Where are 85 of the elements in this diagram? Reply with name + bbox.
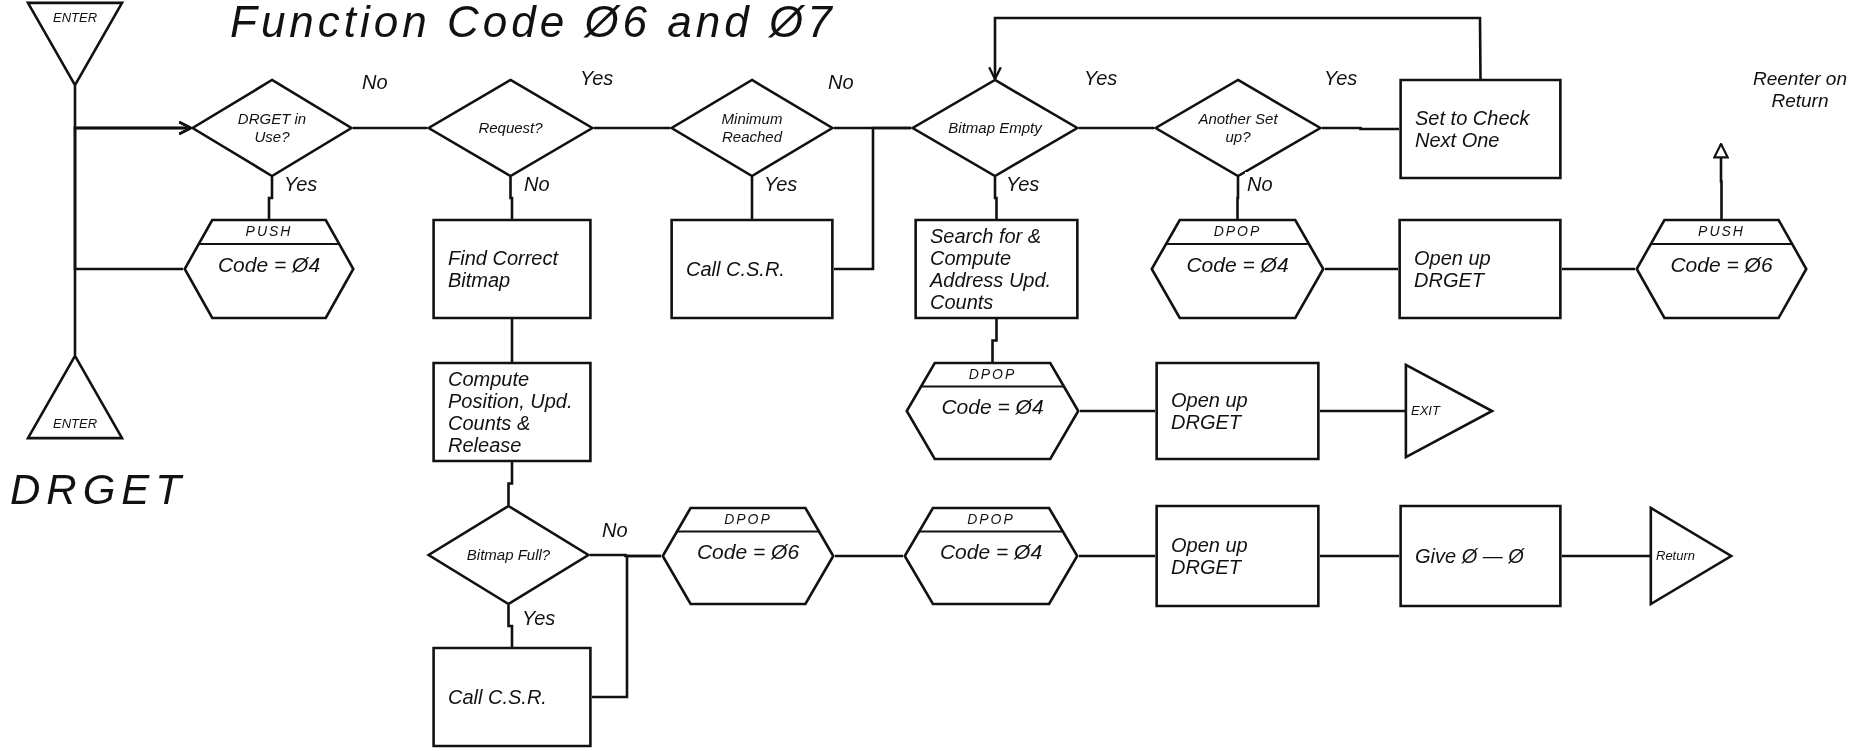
decision-diamond bbox=[1154, 79, 1322, 177]
preparation-hexagon bbox=[661, 507, 835, 605]
connector-line bbox=[993, 177, 998, 219]
process-box bbox=[1398, 219, 1562, 319]
connector-line bbox=[1320, 554, 1399, 558]
preparation-hexagon bbox=[903, 507, 1079, 605]
connector-line bbox=[1079, 126, 1154, 130]
connector-line bbox=[592, 554, 661, 699]
hexagon-text: Code = Ø4 bbox=[940, 394, 1045, 421]
hexagon-header: PUSH bbox=[244, 222, 294, 241]
decision-text: DRGET in Use? bbox=[236, 110, 308, 146]
connector-line bbox=[1562, 554, 1650, 558]
process-text: Find Correct Bitmap bbox=[447, 247, 560, 291]
hexagon-text: Code = Ø4 bbox=[216, 252, 322, 278]
terminal-label: EXIT bbox=[1411, 402, 1440, 421]
decision-text: Bitmap Empty bbox=[947, 119, 1043, 137]
connector-line bbox=[507, 605, 514, 647]
terminal-label: Return bbox=[1656, 547, 1696, 566]
decision-text: Bitmap Full? bbox=[465, 546, 552, 564]
process-text: Open up DRGET bbox=[1170, 534, 1249, 578]
connector-line bbox=[835, 554, 903, 558]
terminal-label: ENTER bbox=[51, 9, 99, 27]
connector-line bbox=[750, 177, 754, 219]
process-box bbox=[1155, 362, 1320, 460]
routine-name: DRGET bbox=[10, 465, 187, 515]
connector-line bbox=[267, 177, 274, 219]
connector-line bbox=[991, 319, 998, 362]
process-box bbox=[1399, 79, 1562, 179]
process-text: Open up DRGET bbox=[1170, 389, 1249, 433]
arrow bbox=[1713, 142, 1729, 219]
connector-line bbox=[1320, 409, 1405, 413]
terminal-label: ENTER bbox=[51, 414, 99, 433]
decision-diamond bbox=[427, 505, 590, 605]
hexagon-header: DPOP bbox=[1212, 222, 1263, 241]
connector-line bbox=[1079, 554, 1155, 558]
decision-text: Another Set up? bbox=[1197, 110, 1279, 146]
process-text: Call C.S.R. bbox=[447, 686, 548, 708]
process-box bbox=[914, 219, 1079, 319]
connector-line bbox=[353, 126, 427, 130]
process-text: Compute Position, Upd. Counts & Release bbox=[447, 368, 574, 456]
preparation-hexagon bbox=[183, 219, 355, 319]
decision-text: Request? bbox=[477, 119, 544, 137]
decision-text: Minimum Reached bbox=[720, 110, 784, 146]
connector-line bbox=[594, 126, 670, 130]
terminal-triangle bbox=[27, 355, 123, 439]
connector-line bbox=[1080, 409, 1155, 413]
connector-line bbox=[510, 319, 514, 362]
decision-diamond bbox=[191, 79, 353, 177]
process-text: Give Ø — Ø bbox=[1414, 545, 1526, 567]
arrow bbox=[988, 16, 1482, 81]
connector-line bbox=[1325, 267, 1398, 271]
connector-line bbox=[834, 126, 911, 271]
hexagon-header: PUSH bbox=[1697, 222, 1746, 241]
process-box bbox=[432, 219, 592, 319]
terminal-triangle bbox=[27, 2, 123, 86]
hexagon-text: Code = Ø4 bbox=[1185, 252, 1290, 278]
connector-line bbox=[1322, 126, 1399, 131]
hexagon-header: DPOP bbox=[723, 510, 773, 529]
terminal-triangle bbox=[1650, 507, 1732, 605]
preparation-hexagon bbox=[1150, 219, 1325, 319]
connector-line bbox=[1236, 177, 1240, 219]
process-text: Set to Check Next One bbox=[1414, 107, 1531, 151]
title: Function Code Ø6 and Ø7 bbox=[230, 0, 836, 48]
hexagon-header: DPOP bbox=[966, 510, 1016, 529]
process-text: Open up DRGET bbox=[1413, 247, 1492, 291]
process-box bbox=[432, 647, 592, 747]
connector-line bbox=[1562, 267, 1635, 271]
decision-diamond bbox=[911, 79, 1079, 177]
terminal-triangle bbox=[1405, 364, 1493, 458]
hexagon-text: Code = Ø6 bbox=[695, 539, 801, 566]
process-text: Call C.S.R. bbox=[685, 258, 786, 280]
hexagon-text: Code = Ø6 bbox=[1669, 252, 1774, 278]
preparation-hexagon bbox=[905, 362, 1080, 460]
preparation-hexagon bbox=[1635, 219, 1808, 319]
arrow bbox=[73, 121, 193, 271]
annotation-text: Reenter on Return bbox=[1752, 68, 1848, 112]
process-box bbox=[1155, 505, 1320, 607]
hexagon-text: Code = Ø4 bbox=[938, 539, 1044, 566]
connector-line bbox=[507, 462, 514, 505]
process-box bbox=[670, 219, 834, 319]
process-box bbox=[432, 362, 592, 462]
process-text: Search for & Compute Address Upd. Counts bbox=[928, 225, 1053, 313]
process-box bbox=[1399, 505, 1562, 607]
connector-line bbox=[509, 177, 514, 219]
hexagon-header: DPOP bbox=[967, 365, 1018, 384]
